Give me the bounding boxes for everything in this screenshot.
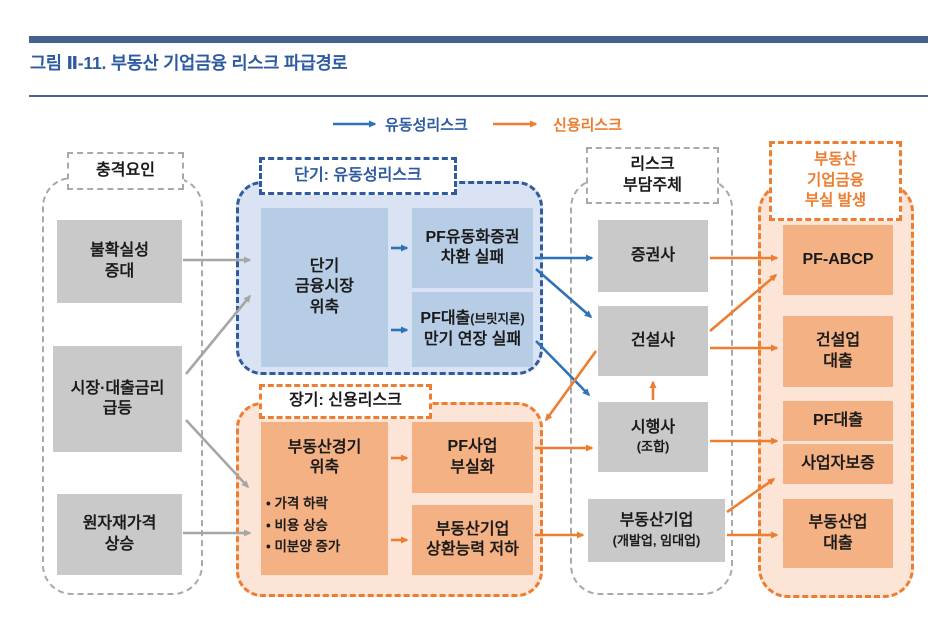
distress-outcomes-label: 부동산 기업금융 부실 발생 xyxy=(769,141,902,221)
box-realestate-company: 부동산기업 (개발업, 임대업) xyxy=(588,499,725,562)
legend-liquidity-label: 유동성리스크 xyxy=(385,117,468,134)
box-realestate-downturn: 부동산경기 위축 • 가격 하락 • 비용 상승 • 미분양 증가 xyxy=(261,422,388,575)
box-uncertainty-increase: 불확실성 증대 xyxy=(57,220,182,303)
bullet-price-drop: • 가격 하락 xyxy=(266,495,328,511)
box-pf-abcp: PF-ABCP xyxy=(783,225,893,295)
pf-loan-main-text: PF대출 xyxy=(420,310,471,328)
box-construction-firm: 건설사 xyxy=(598,306,708,376)
shortterm-liquidity-label: 단기: 유동성리스크 xyxy=(259,157,457,195)
box-business-guarantee: 사업자보증 xyxy=(783,444,893,484)
figure-title: 그림 Ⅱ-11. 부동산 기업금융 리스크 파급경로 xyxy=(30,53,348,73)
realestate-company-main-text: 부동산기업 xyxy=(619,512,694,530)
bullet-unsold-increase: • 미분양 증가 xyxy=(266,539,341,555)
box-pf-project-insolvency: PF사업 부실화 xyxy=(412,422,533,493)
box-securities-firm: 증권사 xyxy=(598,220,708,292)
realestate-downturn-bullets: • 가격 하락 • 비용 상승 • 미분양 증가 xyxy=(256,493,393,558)
box-raw-material-price-rise: 원자재가격 상승 xyxy=(57,494,182,575)
box-pf-abs-rollover-failure: PF유동화증권 차환 실패 xyxy=(412,208,533,288)
box-shortterm-market-contraction: 단기 금융시장 위축 xyxy=(261,208,388,367)
box-developer: 시행사 (조합) xyxy=(598,402,708,472)
shock-factors-label: 충격요인 xyxy=(67,152,184,190)
box-realestate-loan: 부동산업 대출 xyxy=(783,499,893,568)
developer-sub-text: (조합) xyxy=(636,439,670,455)
box-rate-surge: 시장·대출금리 급등 xyxy=(53,346,182,452)
box-pf-loan-extension-failure: PF대출(브릿지론) 만기 연장 실패 xyxy=(412,292,533,367)
box-pf-loan: PF대출 xyxy=(783,401,893,441)
top-rule-thick xyxy=(29,36,928,43)
risk-bearers-label: 리스크 부담주체 xyxy=(586,147,719,204)
box-repayment-capacity-decline: 부동산기업 상환능력 저하 xyxy=(412,505,533,575)
pf-loan-paren-text: (브릿지론) xyxy=(470,312,525,327)
bullet-cost-rise: • 비용 상승 xyxy=(266,517,328,533)
developer-main-text: 시행사 xyxy=(630,418,676,436)
legend-credit-label: 신용리스크 xyxy=(553,117,623,134)
realestate-downturn-title: 부동산경기 위축 xyxy=(287,439,362,477)
pf-loan-line2: 만기 연장 실패 xyxy=(423,330,522,348)
longterm-credit-label: 장기: 신용리스크 xyxy=(259,384,432,419)
pf-loan-line1: PF대출(브릿지론) xyxy=(420,309,524,329)
realestate-company-sub-text: (개발업, 임대업) xyxy=(612,532,701,548)
title-underline xyxy=(29,95,928,97)
box-construction-loan: 건설업 대출 xyxy=(783,316,893,387)
